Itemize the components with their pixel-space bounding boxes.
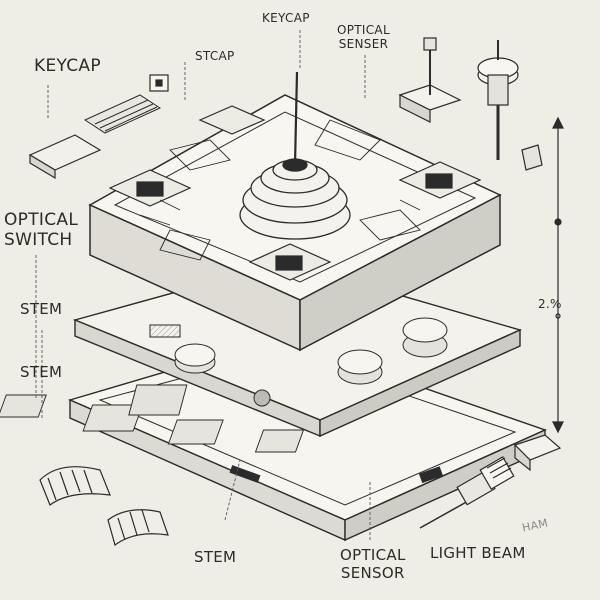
label-keycap-top: KEYCAP bbox=[262, 11, 310, 25]
keycap-part-left bbox=[28, 74, 169, 180]
label-optical-sensor-bottom: OPTICAL SENSOR bbox=[340, 548, 406, 581]
label-dimension: 2.% bbox=[538, 297, 562, 311]
label-optical-sensor-top: OPTICAL SENSER bbox=[337, 24, 390, 50]
top-housing bbox=[88, 71, 502, 352]
label-optical-switch-line1: OPTICAL bbox=[4, 210, 79, 230]
label-light-beam: LIGHT BEAM bbox=[430, 544, 526, 562]
label-optical-switch-line2: SWITCH bbox=[4, 230, 73, 250]
label-optical-sensor-top-line2: SENSER bbox=[338, 37, 389, 51]
label-optical-sensor-top-line1: OPTICAL bbox=[337, 23, 390, 37]
leader-lines bbox=[35, 30, 371, 540]
dimension-line bbox=[552, 116, 564, 434]
label-stem-1: STEM bbox=[20, 300, 63, 318]
stem-parts-left bbox=[39, 466, 169, 547]
label-optical-sensor-bottom-line1: OPTICAL bbox=[340, 546, 406, 564]
right-components bbox=[398, 37, 562, 529]
label-stcap: STCAP bbox=[195, 49, 235, 63]
label-stem-bottom: STEM bbox=[194, 548, 237, 566]
label-optical-switch: OPTICAL SWITCH bbox=[4, 212, 78, 249]
label-keycap-left: KEYCAP bbox=[34, 56, 101, 76]
label-stem-2: STEM bbox=[20, 363, 63, 381]
label-optical-sensor-bottom-line2: SENSOR bbox=[340, 564, 405, 582]
